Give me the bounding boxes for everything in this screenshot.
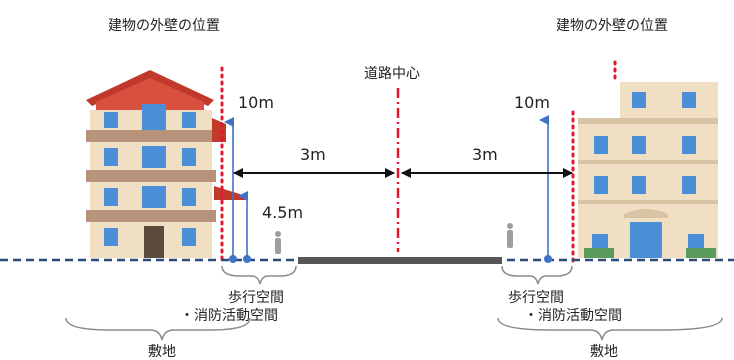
left-building	[86, 70, 246, 258]
height-label-low: 4.5m	[262, 203, 303, 222]
walkway-label-right-line2: ・消防活動空間	[524, 308, 622, 324]
pedestrian-right	[507, 223, 513, 248]
wall-position-label-left: 建物の外壁の位置	[108, 18, 220, 34]
height-label-left: 10m	[238, 93, 274, 112]
walkway-brace-right	[501, 265, 573, 285]
walkway-label-left-line1: 歩行空間	[228, 290, 284, 306]
wall-position-label-right: 建物の外壁の位置	[556, 18, 668, 34]
base-point	[229, 255, 237, 263]
height-label-right: 10m	[514, 93, 550, 112]
site-label-left: 敷地	[148, 344, 176, 360]
base-point	[243, 255, 251, 263]
site-brace-right	[497, 317, 723, 341]
walkway-label-right-line1: 歩行空間	[508, 290, 564, 306]
pedestrian-left	[275, 231, 281, 254]
distance-label-right: 3m	[472, 145, 498, 164]
walkway-label-left-line2: ・消防活動空間	[180, 308, 278, 324]
right-building	[578, 82, 718, 258]
walkway-brace-left	[221, 265, 297, 285]
road	[298, 257, 502, 264]
site-brace-left	[65, 317, 251, 341]
distance-label-left: 3m	[300, 145, 326, 164]
road-center-label: 道路中心	[364, 66, 420, 82]
base-point	[544, 255, 552, 263]
site-label-right: 敷地	[590, 344, 618, 360]
